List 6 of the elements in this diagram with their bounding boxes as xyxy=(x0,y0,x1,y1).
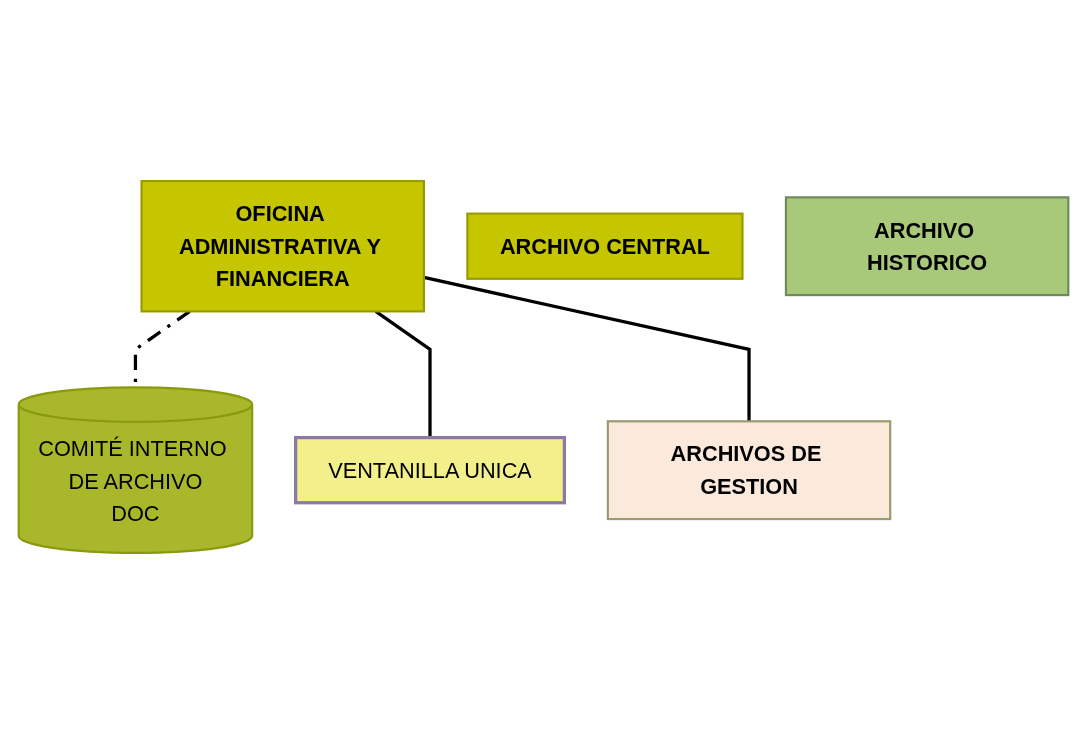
connector xyxy=(423,275,751,422)
node-box: ARCHIVO HISTORICO xyxy=(784,196,1070,297)
node-box: OFICINA ADMINISTRATIVA Y FINANCIERA xyxy=(140,179,425,313)
node-box: ARCHIVOS DE GESTION xyxy=(606,420,892,521)
node-box: ARCHIVO CENTRAL xyxy=(466,212,744,280)
node-box: VENTANILLA UNICA xyxy=(294,435,566,505)
